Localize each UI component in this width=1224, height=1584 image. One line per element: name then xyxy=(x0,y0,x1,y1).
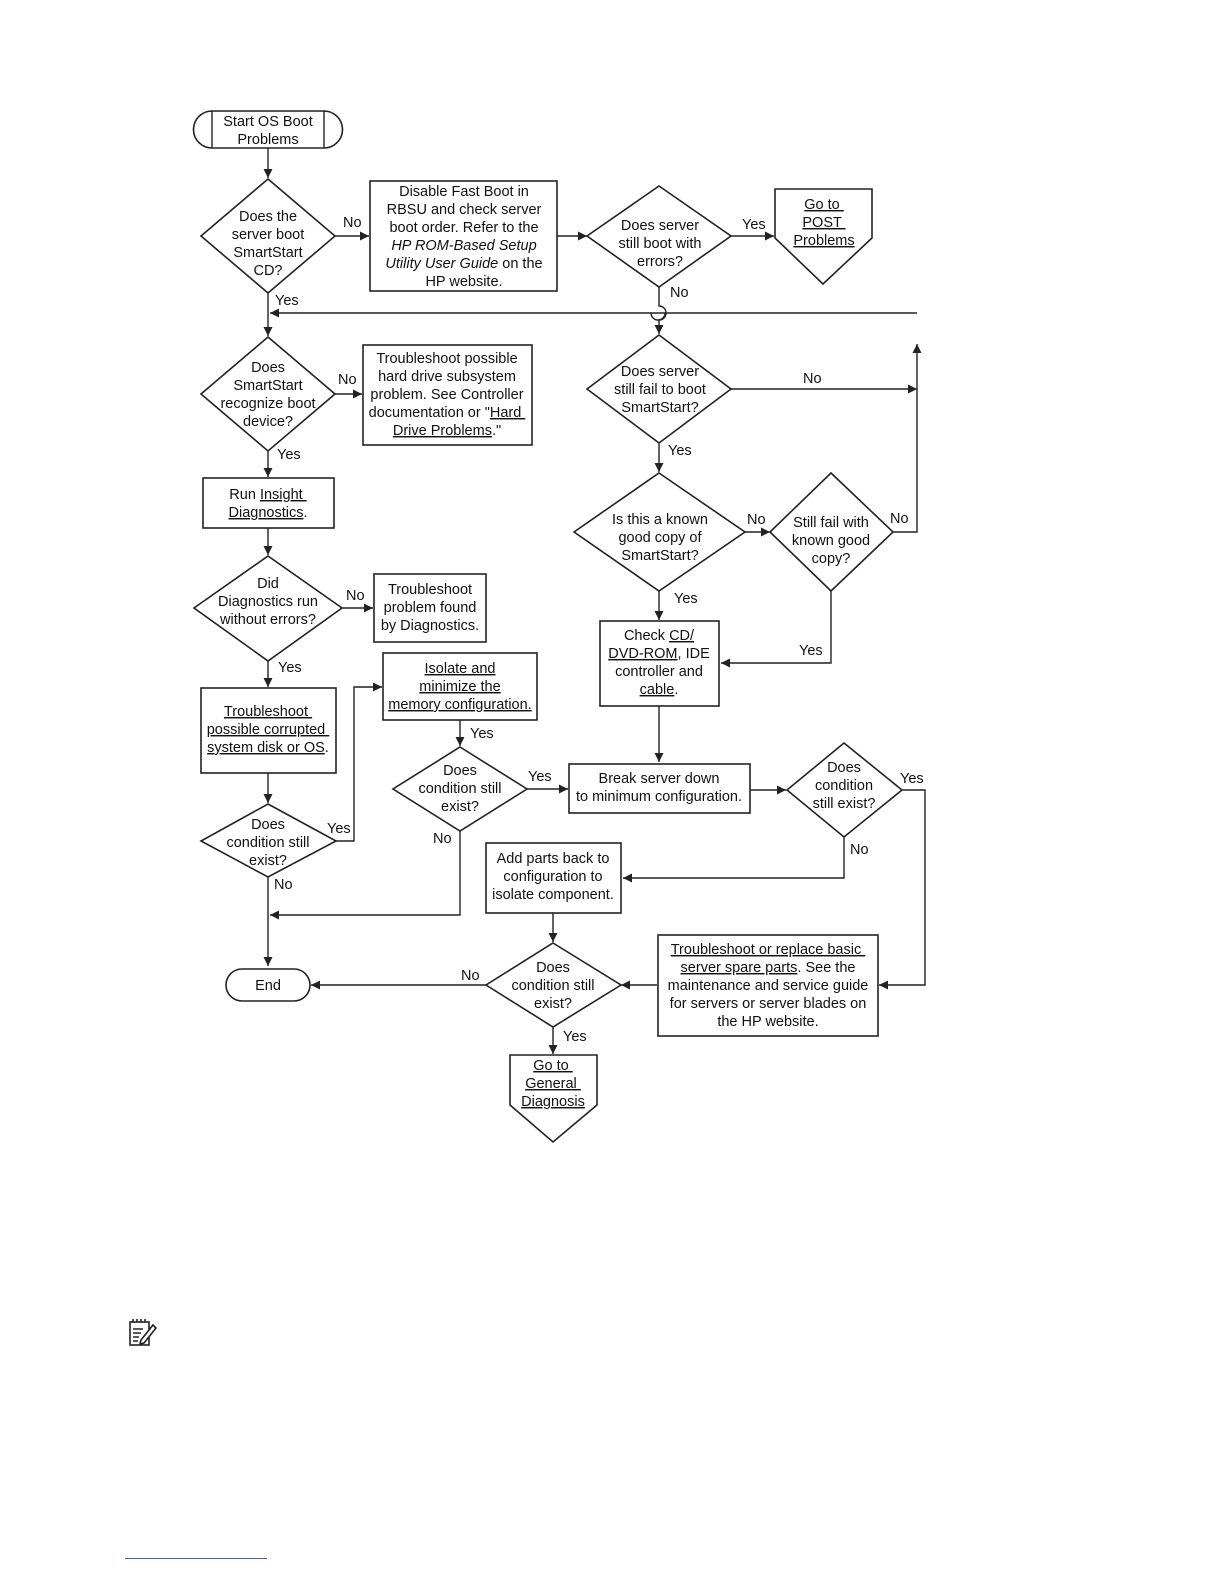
process-troubleshoot-diagnostics xyxy=(373,573,487,643)
connector xyxy=(654,287,667,334)
run-insight-label: Run Insight Diagnostics. xyxy=(229,487,308,521)
decision-still-boot-with-errors xyxy=(585,185,733,288)
edge-label-yes: Yes xyxy=(277,447,301,463)
process-isolate-memory xyxy=(382,652,538,721)
edge-label-yes: Yes xyxy=(278,660,302,676)
decision-still-fail-to-boot xyxy=(585,334,733,444)
decision-recognize-boot-device xyxy=(199,335,337,453)
footer-link-underline xyxy=(125,1558,267,1559)
process-check-cd-dvd-rom xyxy=(599,620,720,707)
connector xyxy=(879,789,926,990)
connector xyxy=(893,344,922,533)
connector xyxy=(623,837,845,883)
decision-still-fail-known-good xyxy=(768,471,895,593)
end-terminator xyxy=(225,968,311,1002)
connector xyxy=(270,308,917,321)
decision-boot-smartstart-cd xyxy=(199,177,337,295)
flowchart-edge-labels: No Yes Yes No No No Yes Yes No No No Yes… xyxy=(274,215,924,1045)
decision-condition-exist-final xyxy=(484,942,623,1028)
edge-label-no: No xyxy=(346,588,365,604)
go-to-general-diagnosis-link[interactable]: Go to General Diagnosis xyxy=(521,1058,585,1110)
edge-label-yes: Yes xyxy=(799,643,823,659)
flowchart-shapes xyxy=(192,110,904,1144)
edge-label-no: No xyxy=(461,968,480,984)
edge-label-yes: Yes xyxy=(563,1029,587,1045)
edge-label-yes: Yes xyxy=(674,591,698,607)
offpage-go-to-general-diagnosis xyxy=(509,1054,598,1144)
edge-label-yes: Yes xyxy=(275,293,299,309)
edge-label-no: No xyxy=(890,511,909,527)
edge-label-yes: Yes xyxy=(742,217,766,233)
edge-label-no: No xyxy=(747,512,766,528)
troubleshoot-disk-label: Troubleshoot possible corrupted system d… xyxy=(207,704,330,756)
decision-diagnostics-without-errors xyxy=(192,555,344,662)
troubleshoot-spare-label: Troubleshoot or replace basic server spa… xyxy=(668,942,869,1030)
end-label: End xyxy=(255,978,281,994)
process-troubleshoot-spare-parts xyxy=(657,934,879,1037)
go-to-post-problems-link[interactable]: Go to POST Problems xyxy=(793,197,854,249)
edge-label-yes: Yes xyxy=(470,726,494,742)
process-disable-fast-boot xyxy=(369,180,558,292)
decision-condition-exist-os xyxy=(199,803,338,878)
connector xyxy=(721,591,832,668)
offpage-go-to-post-problems xyxy=(774,188,873,286)
edge-label-no: No xyxy=(850,842,869,858)
edge-label-yes: Yes xyxy=(900,771,924,787)
edge-label-no: No xyxy=(343,215,362,231)
connector xyxy=(336,682,382,842)
decision-known-good-copy xyxy=(572,472,747,592)
edge-label-no: No xyxy=(803,371,822,387)
edge-label-yes: Yes xyxy=(668,443,692,459)
process-break-server-down xyxy=(568,763,751,814)
edge-label-no: No xyxy=(670,285,689,301)
note-icon xyxy=(129,1319,158,1346)
decision-condition-exist-memory xyxy=(391,746,529,832)
edge-label-yes: Yes xyxy=(327,821,351,837)
process-run-insight-diagnostics xyxy=(202,477,335,529)
connector xyxy=(270,831,461,920)
edge-label-yes: Yes xyxy=(528,769,552,785)
decision-condition-exist-min-config xyxy=(785,741,904,839)
flowchart-connectors xyxy=(263,148,926,1054)
edge-label-no: No xyxy=(433,831,452,847)
edge-label-no: No xyxy=(338,372,357,388)
process-troubleshoot-hard-drive xyxy=(362,344,533,446)
edge-label-no: No xyxy=(274,877,293,893)
process-troubleshoot-disk-os xyxy=(200,687,337,774)
process-add-parts-back xyxy=(485,842,622,914)
